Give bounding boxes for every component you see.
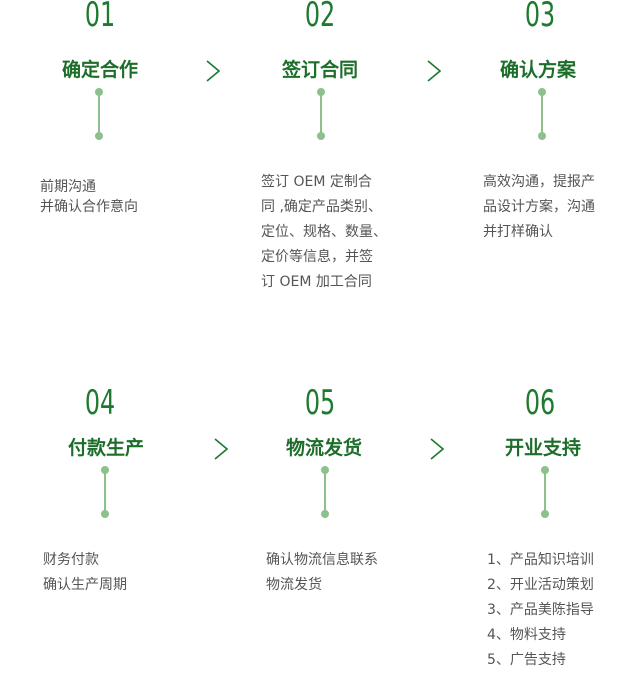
connector-dot-top: [101, 466, 109, 474]
description-line: 并打样确认: [483, 224, 553, 240]
description-line: 同 ,确定产品类别、: [261, 199, 382, 215]
description-line: 确认生产周期: [43, 577, 127, 593]
connector-line: [104, 472, 106, 512]
description-line: 签订 OEM 定制合: [261, 174, 372, 190]
connector-dot-bottom: [541, 510, 549, 518]
step-connector: [540, 466, 550, 518]
step-title: 确定合作: [61, 59, 138, 81]
description-line: 定价等信息，并签: [261, 249, 373, 265]
step-title: 开业支持: [504, 437, 581, 459]
step-connector: [537, 88, 547, 140]
connector-dot-bottom: [95, 132, 103, 140]
description-line: 4、物料支持: [487, 627, 566, 643]
step-number: 05: [304, 383, 336, 423]
connector-dot-top: [317, 88, 325, 96]
step-description: 签订 OEM 定制合 同 ,确定产品类别、 定位、规格、数量、 定价等信息，并签…: [261, 170, 387, 295]
description-line: 确认物流信息联系: [266, 552, 378, 568]
chevron-right-icon: [430, 438, 444, 460]
step-connector: [316, 88, 326, 140]
connector-dot-bottom: [538, 132, 546, 140]
step-title: 物流发货: [285, 437, 362, 459]
connector-dot-bottom: [317, 132, 325, 140]
step-number: 06: [524, 383, 556, 423]
step-description: 确认物流信息联系 物流发货: [266, 548, 378, 598]
connector-dot-bottom: [321, 510, 329, 518]
step-description: 前期沟通 并确认合作意向: [40, 177, 138, 217]
step-title: 付款生产: [67, 437, 144, 459]
description-line: 高效沟通，提报产: [483, 174, 595, 190]
step-description: 1、产品知识培训 2、开业活动策划 3、产品美陈指导 4、物料支持 5、广告支持: [487, 548, 594, 673]
step-number: 01: [84, 0, 116, 35]
step-connector: [94, 88, 104, 140]
description-line: 前期沟通: [40, 179, 96, 195]
step-number: 04: [84, 383, 116, 423]
step-description: 高效沟通，提报产 品设计方案，沟通 并打样确认: [483, 170, 595, 245]
description-line: 品设计方案，沟通: [483, 199, 595, 215]
description-line: 定位、规格、数量、: [261, 224, 387, 240]
step-description: 财务付款 确认生产周期: [43, 548, 127, 598]
step-connector: [100, 466, 110, 518]
connector-line: [541, 94, 543, 134]
description-line: 并确认合作意向: [40, 199, 138, 215]
description-line: 订 OEM 加工合同: [261, 274, 372, 290]
connector-line: [320, 94, 322, 134]
connector-line: [324, 472, 326, 512]
connector-line: [98, 94, 100, 134]
step-connector: [320, 466, 330, 518]
connector-dot-top: [95, 88, 103, 96]
description-line: 5、广告支持: [487, 652, 566, 668]
connector-dot-top: [538, 88, 546, 96]
connector-dot-top: [321, 466, 329, 474]
step-title: 确认方案: [499, 59, 576, 81]
step-number: 03: [524, 0, 556, 35]
chevron-right-icon: [427, 60, 441, 82]
description-line: 3、产品美陈指导: [487, 602, 594, 618]
description-line: 物流发货: [266, 577, 322, 593]
connector-line: [544, 472, 546, 512]
step-title: 签订合同: [281, 59, 358, 81]
chevron-right-icon: [206, 60, 220, 82]
description-line: 2、开业活动策划: [487, 577, 594, 593]
step-number: 02: [304, 0, 336, 35]
connector-dot-bottom: [101, 510, 109, 518]
description-line: 财务付款: [43, 552, 99, 568]
chevron-right-icon: [214, 438, 228, 460]
connector-dot-top: [541, 466, 549, 474]
description-line: 1、产品知识培训: [487, 552, 594, 568]
